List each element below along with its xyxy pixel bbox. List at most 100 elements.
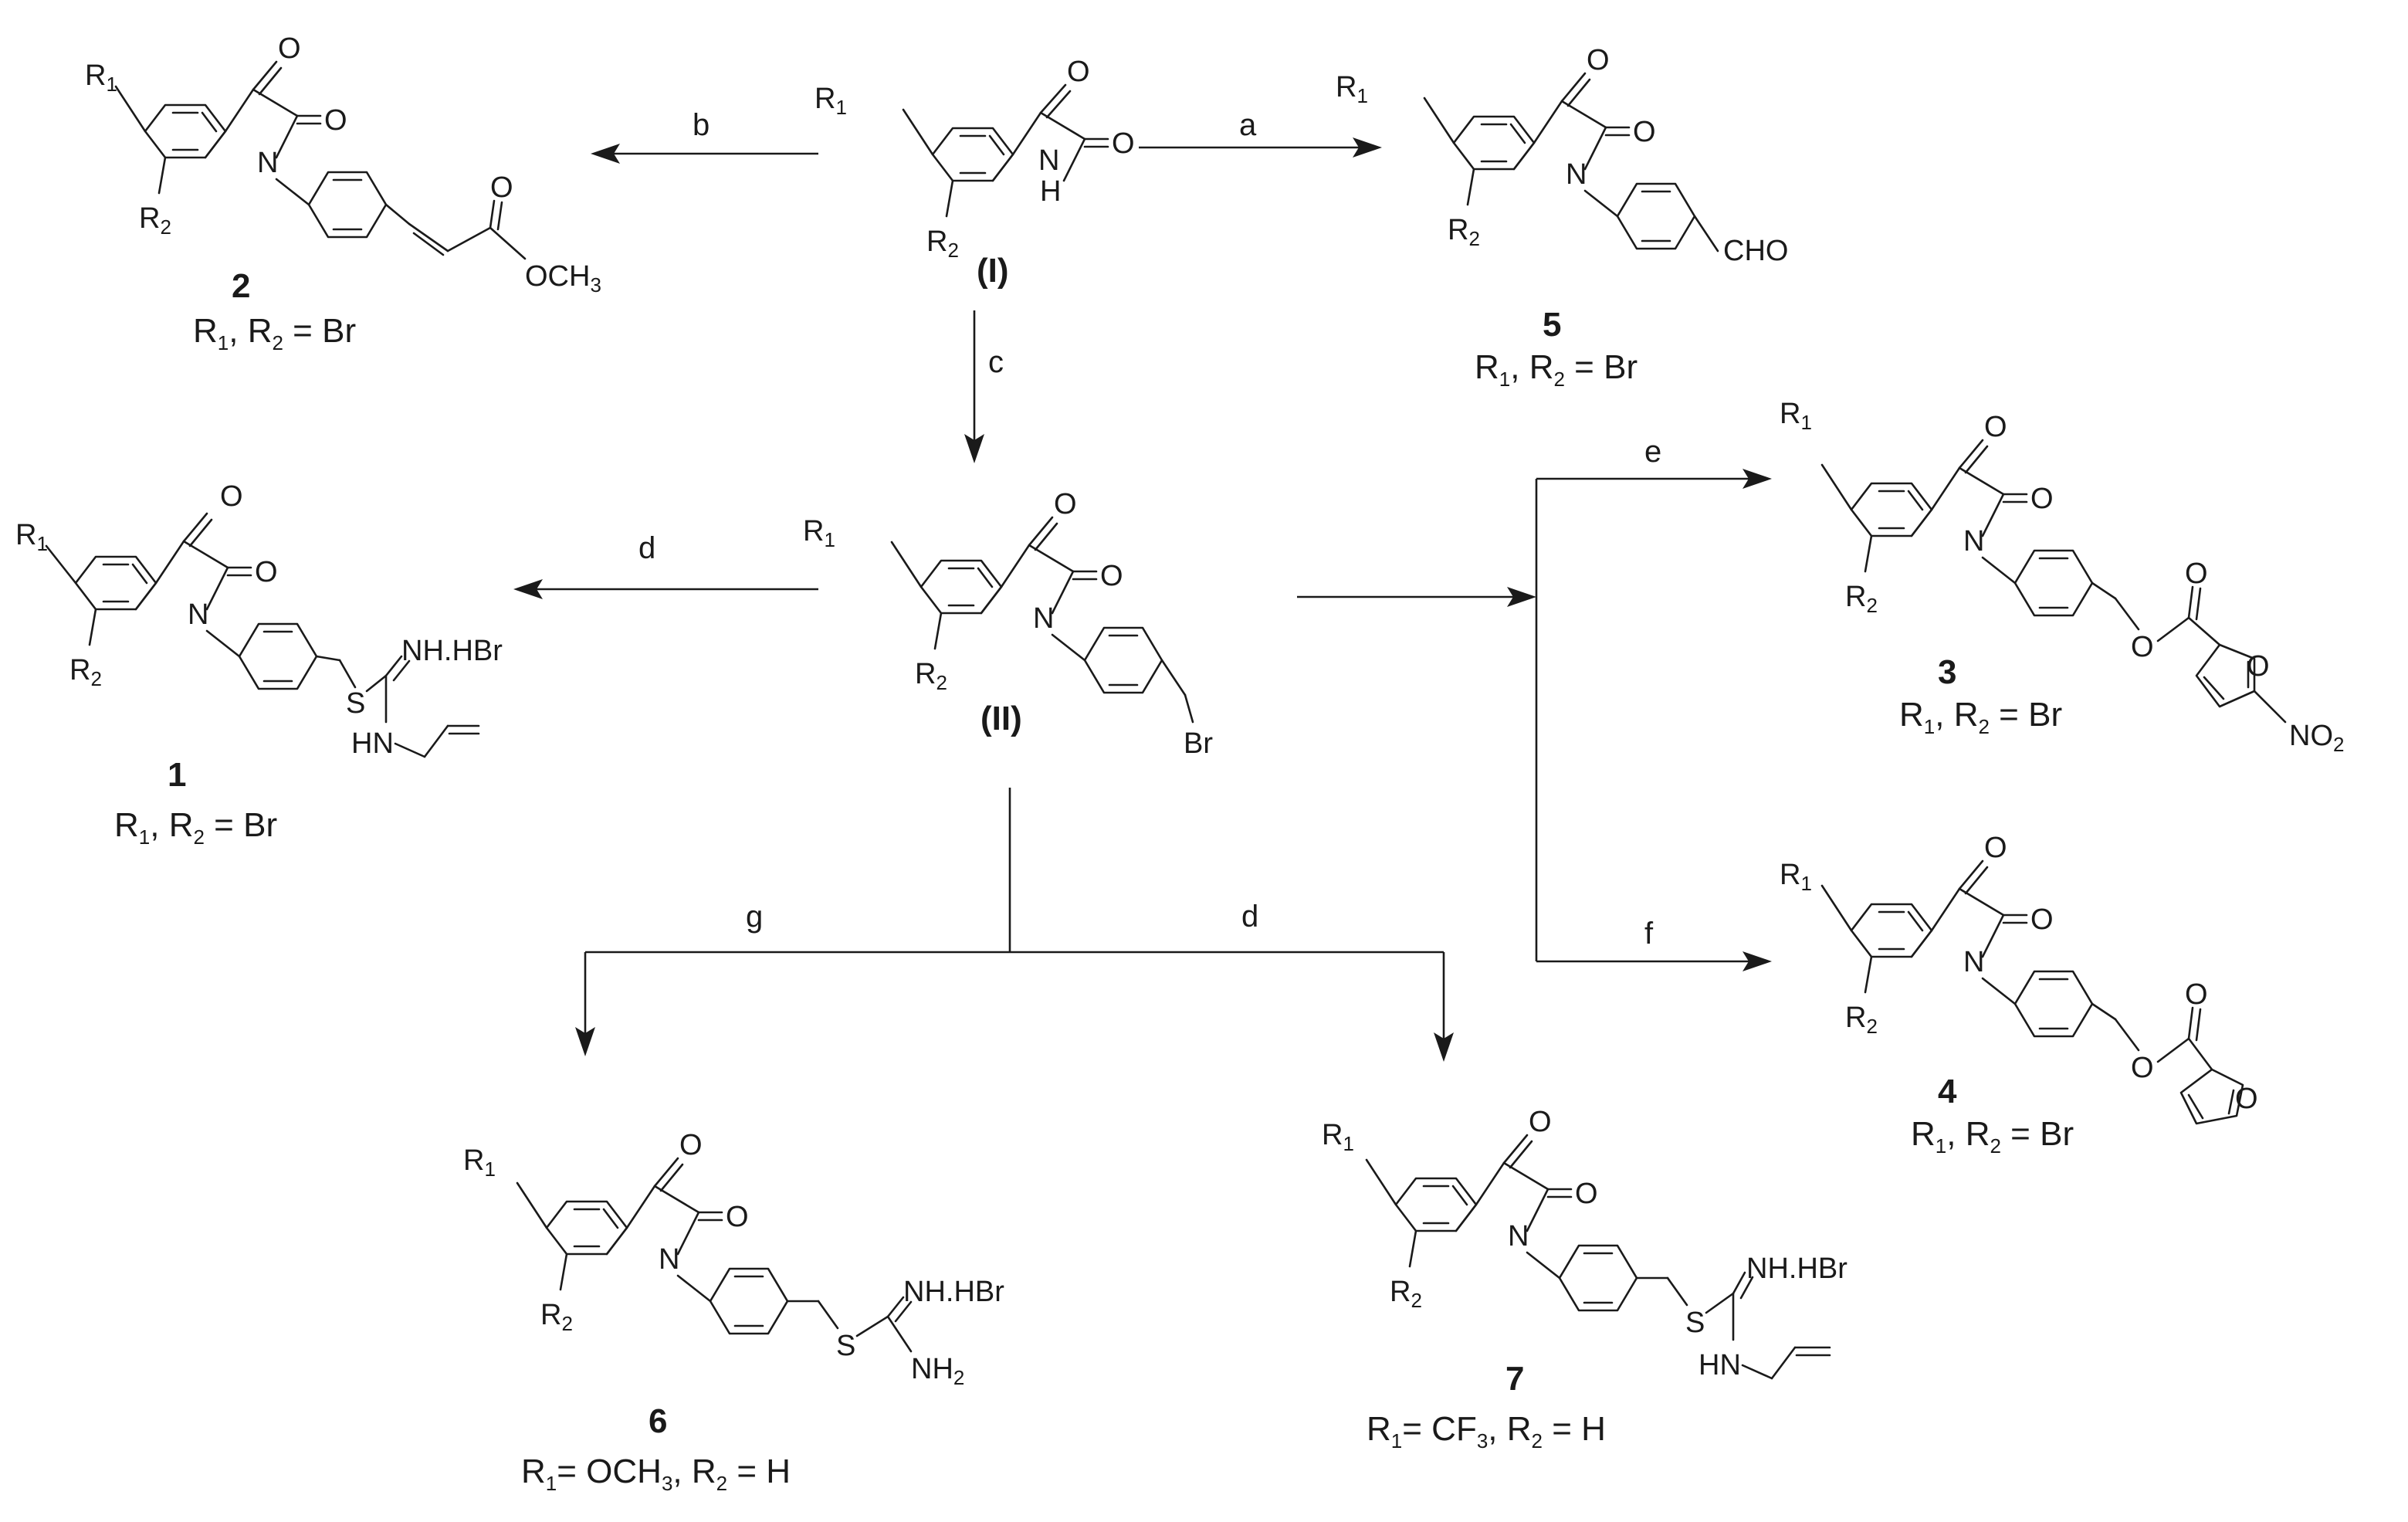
oxo-o2: O [1633, 116, 1656, 148]
oxo-o3: O [1984, 411, 2007, 443]
oxo-o2: O [2030, 903, 2054, 936]
oxo-o2: O [726, 1201, 749, 1233]
amino: NH2 [911, 1353, 964, 1389]
reagent-g: g [746, 900, 763, 934]
nh-h: H [1040, 175, 1061, 208]
isatin-ring [1910, 859, 2028, 958]
aldehyde: CHO [1723, 235, 1788, 267]
benzene-ring [74, 555, 157, 611]
r2: R2 [1845, 581, 1878, 617]
isatin-ring [1512, 72, 1631, 171]
benzene-ring [931, 127, 1014, 182]
label-II: (II) [980, 700, 1022, 737]
oxo-o2: O [1112, 127, 1135, 160]
nh-n: N [1038, 144, 1059, 177]
isatin-ring [1455, 1134, 1573, 1232]
ester-o: O [2131, 631, 2154, 663]
oxo-o3: O [220, 480, 243, 513]
benzyl-ring [238, 622, 318, 690]
label-6: 6 [649, 1402, 667, 1440]
imine-hbr: NH.HBr [1746, 1253, 1847, 1285]
compound-4: O O N R1 R2 O O O [1780, 832, 2258, 1125]
benzyl-ring [1083, 626, 1163, 694]
thio-s: S [1685, 1307, 1705, 1339]
r2: R2 [926, 225, 959, 262]
caption-1: R1, R2 = Br [114, 806, 277, 849]
benzene-ring [1394, 1177, 1478, 1232]
oxo-o2: O [255, 556, 278, 588]
r1: R1 [1780, 859, 1812, 895]
thio-s: S [836, 1330, 855, 1362]
carbonyl-o: O [2185, 978, 2208, 1011]
oxo-o2: O [324, 104, 347, 137]
isatin-ring [1910, 439, 2028, 537]
ring-n: N [1566, 158, 1587, 191]
label-7: 7 [1505, 1360, 1524, 1398]
r2: R2 [1390, 1276, 1422, 1312]
imine-hbr: NH.HBr [903, 1276, 1004, 1308]
r1: R1 [1780, 398, 1812, 434]
ring-n: N [1033, 602, 1054, 635]
benzyl-ring [1558, 1244, 1638, 1312]
amine-hn: HN [351, 727, 394, 760]
r2: R2 [1845, 1002, 1878, 1038]
label-2: 2 [232, 267, 250, 305]
reagent-d-bottom: d [1241, 900, 1258, 934]
caption-4: R1, R2 = Br [1911, 1115, 2074, 1158]
compound-5: O O N R1 R2 CHO [1336, 44, 1788, 267]
compound-6: O O N R1 R2 S NH.HBr NH2 [463, 1129, 1004, 1389]
benzene-ring [545, 1200, 628, 1256]
oxo-o2: O [2030, 483, 2054, 515]
arrow-c [964, 310, 984, 463]
r1: R1 [85, 59, 117, 96]
ring-n: N [659, 1243, 679, 1276]
arrow-d-left [513, 579, 818, 599]
reagent-f: f [1644, 917, 1654, 951]
reagent-c: c [988, 345, 1004, 379]
methoxy: OCH3 [525, 260, 601, 297]
oxo-o2: O [1575, 1178, 1598, 1210]
caption-7: R1= CF3, R2 = H [1367, 1410, 1606, 1453]
label-3: 3 [1938, 653, 1956, 691]
furan-ring [2195, 643, 2256, 708]
oxo-o3: O [1054, 488, 1077, 520]
thio-s: S [346, 687, 365, 720]
compound-7: O O N R1 R2 S NH.HBr HN [1322, 1106, 1847, 1381]
arrow-a [1139, 137, 1382, 158]
compound-II: O O N R1 R2 Br [803, 488, 1213, 760]
r1: R1 [463, 1144, 496, 1181]
r1: R1 [803, 515, 835, 551]
oxo-o3: O [1984, 832, 2007, 864]
caption-6: R1= OCH3, R2 = H [521, 1453, 791, 1495]
r1: R1 [1322, 1119, 1354, 1155]
oxo-o3: O [1587, 44, 1610, 76]
ester-o: O [490, 171, 513, 204]
label-5: 5 [1543, 306, 1561, 344]
benzyl-ring [2013, 970, 2094, 1038]
arrow-to-branch-right [1297, 587, 1536, 607]
r2: R2 [69, 654, 102, 690]
r1: R1 [15, 519, 48, 555]
benzene-ring [1452, 115, 1536, 171]
benzyl-ring [307, 171, 388, 239]
compound-2: O O N R1 R2 O OCH3 [85, 32, 601, 297]
reagent-b: b [693, 108, 710, 142]
r1: R1 [815, 83, 847, 119]
r1: R1 [1336, 71, 1368, 107]
amine-hn: HN [1698, 1349, 1741, 1381]
ring-n: N [1963, 946, 1984, 978]
caption-3: R1, R2 = Br [1899, 696, 2062, 738]
nitro: NO2 [2289, 720, 2344, 756]
r2: R2 [139, 202, 171, 239]
oxo-o3: O [679, 1129, 703, 1161]
ring-n: N [257, 147, 278, 179]
isatin-ring [605, 1157, 723, 1256]
benzene-ring [920, 559, 1003, 615]
arrow-b [591, 144, 818, 164]
benzyl-ring [1616, 182, 1696, 250]
branch-down [575, 788, 1454, 1062]
furan-ring [2179, 1068, 2244, 1125]
benzyl-ring [709, 1267, 789, 1335]
compound-I: O O N H R1 R2 [815, 56, 1135, 262]
benzyl-ring [2013, 549, 2094, 617]
